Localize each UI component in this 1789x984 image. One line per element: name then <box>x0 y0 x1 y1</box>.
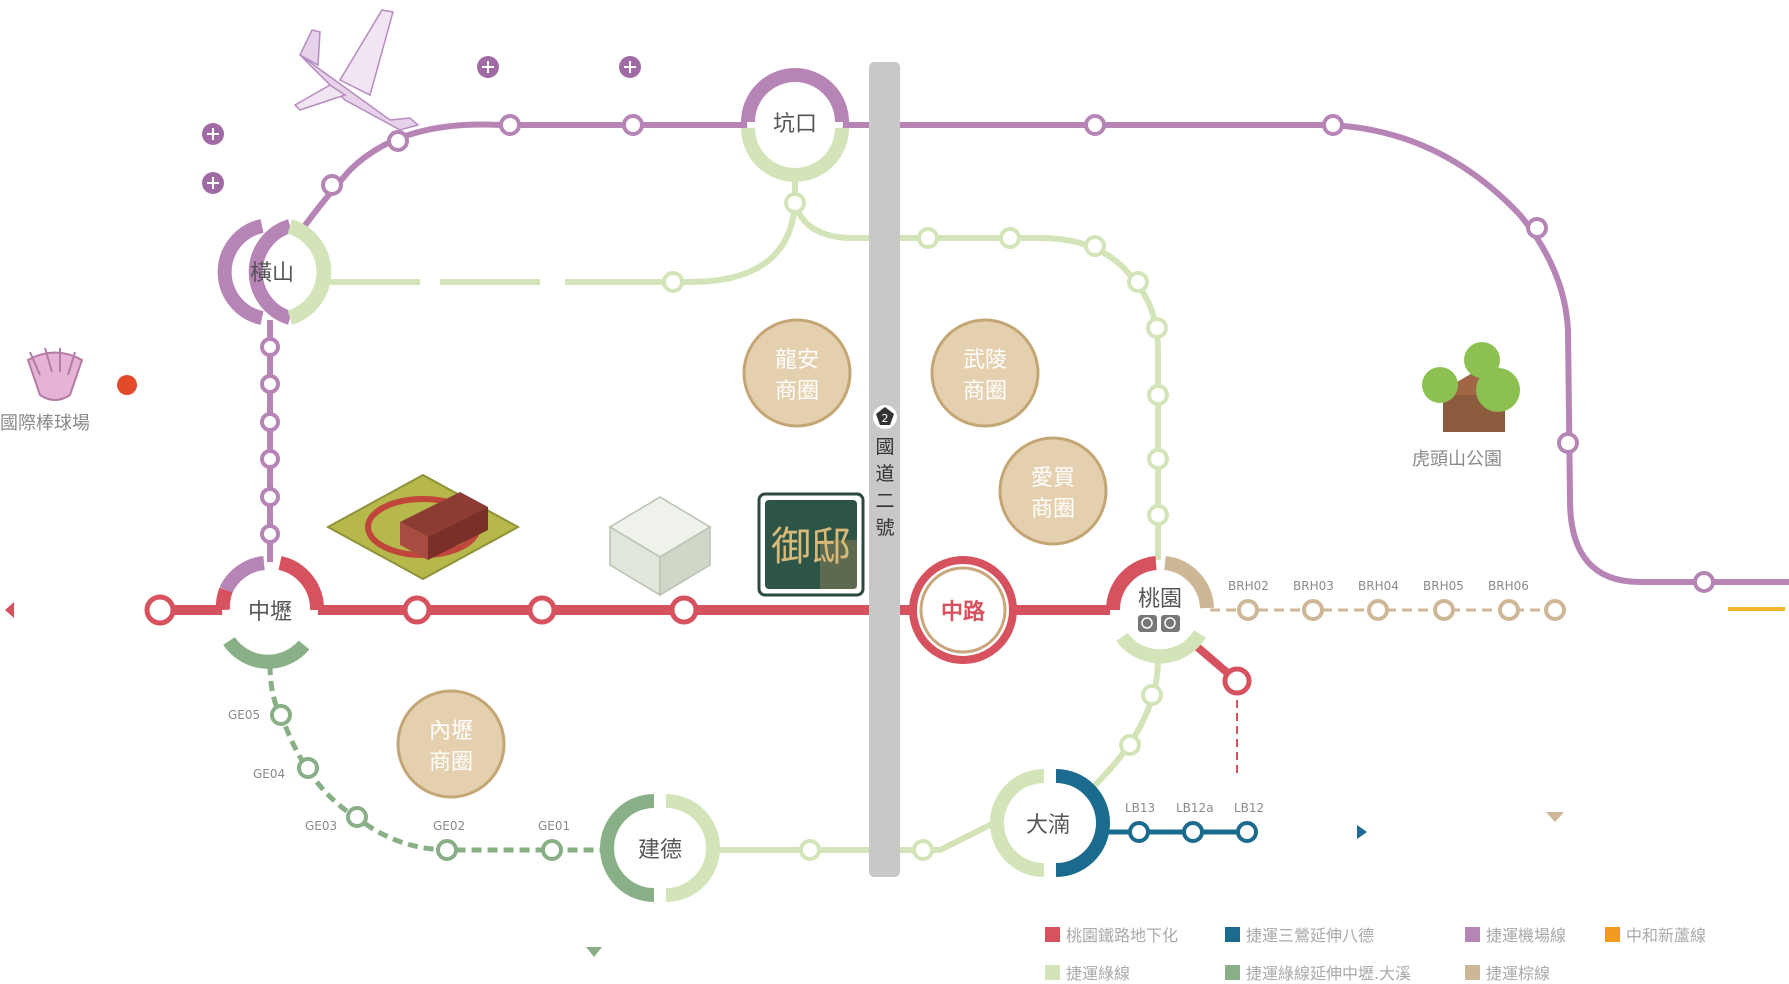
legend-label: 捷運綠線 <box>1066 964 1131 983</box>
highway-name-2: 道 <box>875 463 894 485</box>
zone-longan-line2: 商圈 <box>775 379 819 404</box>
station-hengshan-label: 橫山 <box>250 261 294 286</box>
legend-swatch <box>1045 926 1060 942</box>
zone-aimai: 愛買 商圈 <box>998 436 1108 546</box>
legend-swatch <box>1465 926 1480 942</box>
park-trees-illustration <box>1422 342 1520 432</box>
station-kengkou-label: 坑口 <box>773 112 817 137</box>
code-brh03: BRH03 <box>1293 579 1334 593</box>
code-ge02: GE02 <box>433 819 465 833</box>
code-brh06: BRH06 <box>1488 579 1529 593</box>
code-lb12: LB12 <box>1234 801 1264 815</box>
legend-label: 捷運綠線延伸中壢.大溪 <box>1246 964 1412 983</box>
brh-station-codes: BRH02 BRH03 BRH04 BRH05 BRH06 <box>1228 579 1529 593</box>
legend-item-green: 捷運綠線 <box>1045 960 1130 984</box>
station-zhongli-label: 中壢 <box>248 600 292 625</box>
hsr-icon <box>1164 617 1176 629</box>
station-zhonglu[interactable]: 中路 <box>909 556 1017 664</box>
airport-line-stations <box>260 114 1715 593</box>
baseball-stadium-icon <box>26 347 137 401</box>
national-highway-2: 2 國 道 二 號 <box>869 62 900 877</box>
zone-neili: 內壢 商圈 <box>396 689 506 799</box>
station-dahuan-label: 大湳 <box>1026 813 1070 838</box>
legend-item-brown: 捷運棕線 <box>1465 960 1550 984</box>
zone-aimai-line1: 愛買 <box>1031 466 1075 491</box>
highway-name-1: 國 <box>875 436 894 458</box>
code-lb13: LB13 <box>1125 801 1155 815</box>
legend-swatch <box>1225 964 1240 980</box>
brown-line-stations <box>1237 599 1566 621</box>
code-brh04: BRH04 <box>1358 579 1399 593</box>
legend-swatch <box>1465 964 1480 980</box>
legend-item-orange: 中和新蘆線 <box>1605 922 1706 946</box>
legend-item-green-ext: 捷運綠線延伸中壢.大溪 <box>1225 960 1411 984</box>
station-jiande[interactable]: 建德 <box>600 794 720 902</box>
zone-wuling: 武陵 商圈 <box>930 318 1040 428</box>
legend-label: 中和新蘆線 <box>1626 926 1707 945</box>
legend-item-railway: 桃園鐵路地下化 <box>1045 922 1178 946</box>
legend-label: 桃園鐵路地下化 <box>1066 926 1179 945</box>
legend-item-airport: 捷運機場線 <box>1465 922 1566 946</box>
lb-station-codes: LB13 LB12a LB12 <box>1125 801 1264 815</box>
legend-label: 捷運機場線 <box>1486 926 1567 945</box>
code-ge05: GE05 <box>228 708 260 722</box>
code-brh05: BRH05 <box>1423 579 1464 593</box>
highway-name-4: 號 <box>875 517 894 539</box>
poi-park-label: 虎頭山公園 <box>1412 449 1502 470</box>
code-ge04: GE04 <box>253 767 285 781</box>
highway-name-3: 二 <box>875 490 894 512</box>
station-jiande-label: 建德 <box>638 838 682 863</box>
hospital-illustration <box>608 496 712 597</box>
train-icon <box>1141 617 1153 629</box>
railway-line <box>5 594 1252 775</box>
code-ge01: GE01 <box>538 819 570 833</box>
poi-baseball-label: 國際棒球場 <box>0 413 90 434</box>
code-brh02: BRH02 <box>1228 579 1269 593</box>
green-extension-stations <box>270 704 563 861</box>
site-logo: 御邸 <box>757 492 865 597</box>
airport-icons <box>202 56 641 194</box>
zone-longan: 龍安 商圈 <box>742 318 852 428</box>
legend-item-blue: 捷運三鶯延伸八德 <box>1225 922 1374 946</box>
zone-aimai-line2: 商圈 <box>1031 497 1075 522</box>
airplane-illustration <box>293 9 420 131</box>
school-illustration <box>325 473 521 581</box>
station-taoyuan-label: 桃園 <box>1138 587 1182 612</box>
map-legend: 桃園鐵路地下化 捷運三鶯延伸八德 捷運機場線 中和新蘆線 捷運綠線 捷運綠線延伸… <box>1045 922 1745 984</box>
code-lb12a: LB12a <box>1176 801 1214 815</box>
legend-swatch <box>1045 964 1060 980</box>
zone-neili-line1: 內壢 <box>429 719 473 744</box>
station-kengkou[interactable]: 坑口 <box>741 68 849 182</box>
station-taoyuan[interactable]: 桃園 <box>1105 556 1214 664</box>
station-dahuan[interactable]: 大湳 <box>990 769 1110 877</box>
highway-number: 2 <box>882 412 889 425</box>
legend-label: 捷運棕線 <box>1486 964 1551 983</box>
site-logo-text: 御邸 <box>771 524 851 570</box>
baseball-icon <box>117 375 137 395</box>
station-zhonglu-label: 中路 <box>941 599 986 625</box>
ge-station-codes: GE05 GE04 GE03 GE02 GE01 <box>228 708 570 833</box>
direction-arrows <box>586 607 1785 957</box>
zone-neili-line2: 商圈 <box>429 750 473 775</box>
station-hengshan[interactable]: 橫山 <box>217 219 332 325</box>
green-line-stations <box>662 192 1169 861</box>
zone-wuling-line1: 武陵 <box>963 348 1007 373</box>
code-ge03: GE03 <box>305 819 337 833</box>
zone-longan-line1: 龍安 <box>775 348 819 373</box>
station-zhongli[interactable]: 中壢 <box>215 556 324 669</box>
legend-swatch <box>1605 926 1620 942</box>
legend-label: 捷運三鶯延伸八德 <box>1246 926 1375 945</box>
blue-line <box>1100 821 1258 843</box>
legend-swatch <box>1225 926 1240 942</box>
zone-wuling-line2: 商圈 <box>963 379 1007 404</box>
